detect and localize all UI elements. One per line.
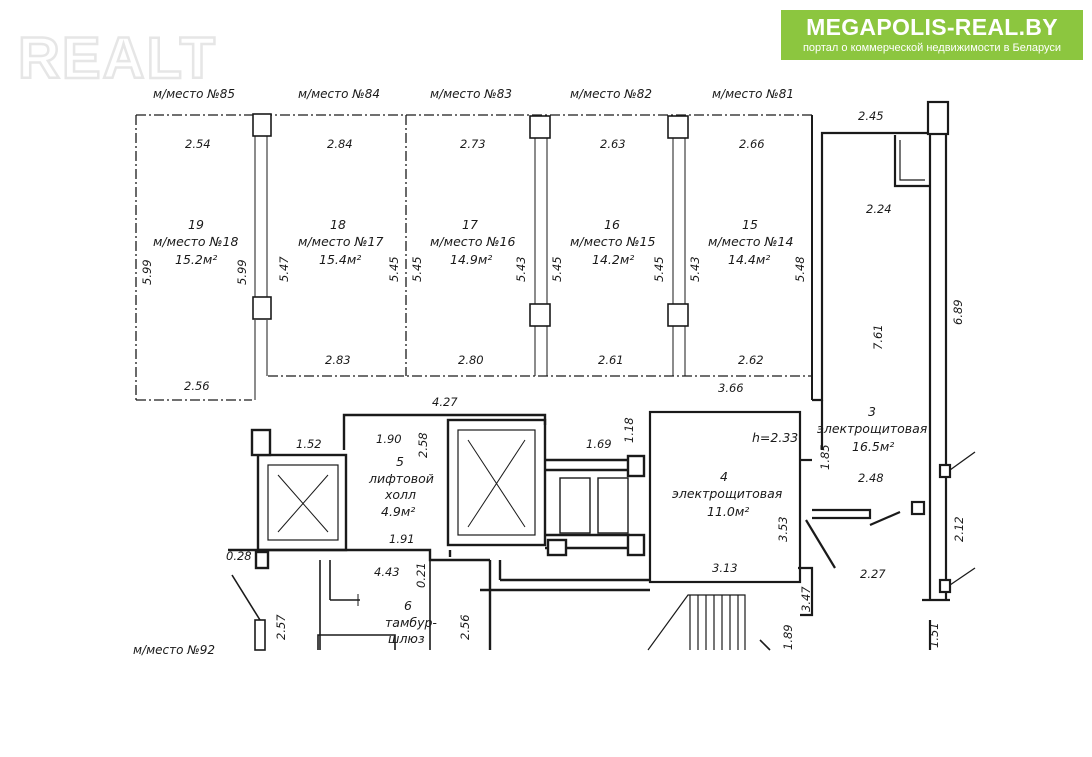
svg-text:2.24: 2.24 [866,202,892,216]
brand-title: MEGAPOLIS-REAL.BY [806,14,1058,40]
plan-lines [135,100,976,651]
svg-text:1.51: 1.51 [927,622,941,648]
svg-text:6.89: 6.89 [951,299,965,325]
svg-text:14.2м²: 14.2м² [592,252,634,267]
parking-bay-16: 2.63 16 м/место №15 14.2м² 2.61 5.45 5.4… [550,137,666,367]
svg-text:2.57: 2.57 [274,614,288,640]
svg-text:2.48: 2.48 [858,471,884,485]
parking-header-83: м/место №83 [430,87,512,101]
parking-header-84: м/место №84 [298,87,380,101]
svg-text:14.4м²: 14.4м² [728,252,770,267]
svg-text:0.28: 0.28 [226,549,252,563]
svg-text:2.56: 2.56 [184,379,210,393]
svg-text:1.85: 1.85 [818,444,832,470]
svg-text:шлюз: шлюз [388,631,425,646]
svg-text:14.9м²: 14.9м² [450,252,492,267]
svg-text:5.45: 5.45 [550,256,564,282]
svg-text:5.99: 5.99 [140,259,154,285]
svg-text:15.2м²: 15.2м² [175,252,217,267]
svg-text:5.45: 5.45 [410,256,424,282]
svg-text:16: 16 [604,217,620,232]
megapolis-brand-badge[interactable]: MEGAPOLIS-REAL.BY портал о коммерческой … [781,10,1083,60]
svg-text:2.66: 2.66 [739,137,765,151]
parking-bay-18: 2.84 18 м/место №17 15.4м² 2.83 5.47 5.4… [277,137,401,367]
svg-text:2.61: 2.61 [598,353,624,367]
svg-text:3.13: 3.13 [712,561,738,575]
room-5-lift-hall: 5 лифтовой холл 4.9м² [368,454,434,519]
parking-header-85: м/место №85 [153,87,235,101]
brand-subtitle: портал о коммерческой недвижимости в Бел… [802,42,1062,54]
svg-text:4: 4 [720,469,728,484]
room-4-electrical: h=2.33 4 электрощитовая 11.0м² [672,430,798,519]
svg-text:0.21: 0.21 [414,562,428,588]
svg-text:1.18: 1.18 [622,417,636,443]
svg-text:1.89: 1.89 [781,624,795,650]
svg-text:2.54: 2.54 [185,137,211,151]
svg-text:5: 5 [396,454,404,469]
svg-text:холл: холл [384,487,416,502]
svg-text:2.56: 2.56 [458,614,472,640]
svg-text:5.43: 5.43 [688,256,702,282]
svg-text:2.73: 2.73 [460,137,486,151]
svg-text:м/место №17: м/место №17 [298,234,383,249]
svg-text:2.12: 2.12 [952,516,966,542]
svg-text:7.61: 7.61 [871,324,885,350]
parking-bay-19: 2.54 19 м/место №18 15.2м² 2.56 5.99 5.9… [140,137,249,393]
room-6-airlock: 6 тамбур- шлюз [385,598,437,646]
svg-text:5.47: 5.47 [277,256,291,282]
svg-text:16.5м²: 16.5м² [852,439,894,454]
svg-text:6: 6 [404,598,412,613]
svg-text:19: 19 [188,217,204,232]
parking-header-82: м/место №82 [570,87,652,101]
svg-text:1.90: 1.90 [376,432,402,446]
svg-text:5.43: 5.43 [514,256,528,282]
svg-text:3.66: 3.66 [718,381,744,395]
svg-text:2.45: 2.45 [858,109,884,123]
svg-text:5.45: 5.45 [387,256,401,282]
svg-text:4.9м²: 4.9м² [381,504,415,519]
svg-text:2.83: 2.83 [325,353,351,367]
svg-text:2.27: 2.27 [860,567,886,581]
svg-text:3.53: 3.53 [776,516,790,542]
svg-text:18: 18 [330,217,346,232]
svg-text:лифтовой: лифтовой [368,471,434,486]
svg-text:2.80: 2.80 [458,353,484,367]
parking-header-81: м/место №81 [712,87,794,101]
svg-text:17: 17 [462,217,478,232]
svg-text:h=2.33: h=2.33 [752,430,798,445]
svg-text:5.48: 5.48 [793,256,807,282]
dimension-labels: 2.45 2.24 7.61 6.89 3.66 4.27 1.52 1.90 … [226,109,966,650]
svg-text:11.0м²: 11.0м² [707,504,749,519]
svg-text:15: 15 [742,217,758,232]
svg-text:2.84: 2.84 [327,137,353,151]
svg-text:м/место №18: м/место №18 [153,234,238,249]
svg-text:3: 3 [868,404,876,419]
svg-text:тамбур-: тамбур- [385,615,437,630]
svg-text:1.91: 1.91 [389,532,415,546]
svg-text:1.69: 1.69 [586,437,612,451]
room-3-electrical: 3 электрощитовая 16.5м² [817,404,928,454]
svg-text:5.45: 5.45 [652,256,666,282]
svg-text:15.4м²: 15.4м² [319,252,361,267]
svg-text:5.99: 5.99 [235,259,249,285]
svg-text:2.62: 2.62 [738,353,764,367]
svg-text:м/место №15: м/место №15 [570,234,655,249]
realt-watermark: REALT [18,26,217,91]
svg-text:м/место №16: м/место №16 [430,234,515,249]
svg-text:4.27: 4.27 [432,395,458,409]
svg-text:2.63: 2.63 [600,137,626,151]
svg-text:м/место №14: м/место №14 [708,234,793,249]
svg-text:электрощитовая: электрощитовая [817,421,928,436]
svg-text:1.52: 1.52 [296,437,322,451]
parking-bay-15: 2.66 15 м/место №14 14.4м² 2.62 5.43 5.4… [688,137,807,367]
svg-text:4.43: 4.43 [374,565,400,579]
svg-text:3.47: 3.47 [799,586,813,612]
parking-header-92: м/место №92 [133,643,215,657]
parking-bay-17: 2.73 17 м/место №16 14.9м² 2.80 5.45 5.4… [410,137,528,367]
svg-text:электрощитовая: электрощитовая [672,486,783,501]
svg-text:2.58: 2.58 [416,432,430,458]
